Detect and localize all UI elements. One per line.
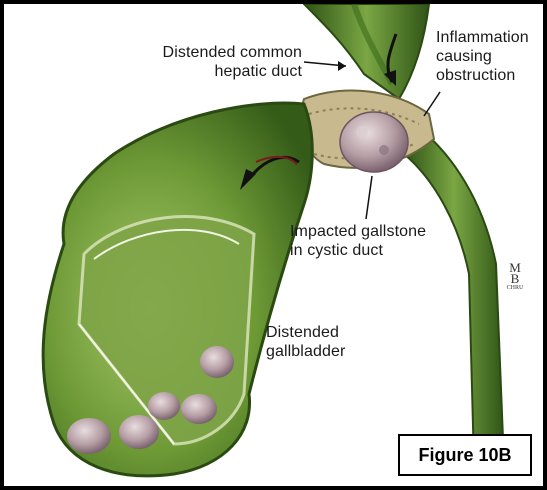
- common-bile-duct: [404, 124, 504, 464]
- label-impacted-gallstone: Impacted gallstone in cystic duct: [290, 222, 490, 260]
- label-hepatic-duct: Distended common hepatic duct: [122, 43, 302, 81]
- label-distended-gallbladder: Distended gallbladder: [266, 323, 416, 361]
- leader-inflam: [424, 92, 440, 116]
- hepatic-duct: [304, 4, 429, 99]
- figure-label: Figure 10B: [418, 445, 511, 466]
- impacted-gallstone: [340, 112, 408, 172]
- label-inflammation: Inflammation causing obstruction: [436, 28, 547, 85]
- artist-signature: M B CHRU: [502, 262, 528, 292]
- figure-label-box: Figure 10B: [398, 434, 532, 476]
- leader-stone: [366, 176, 372, 219]
